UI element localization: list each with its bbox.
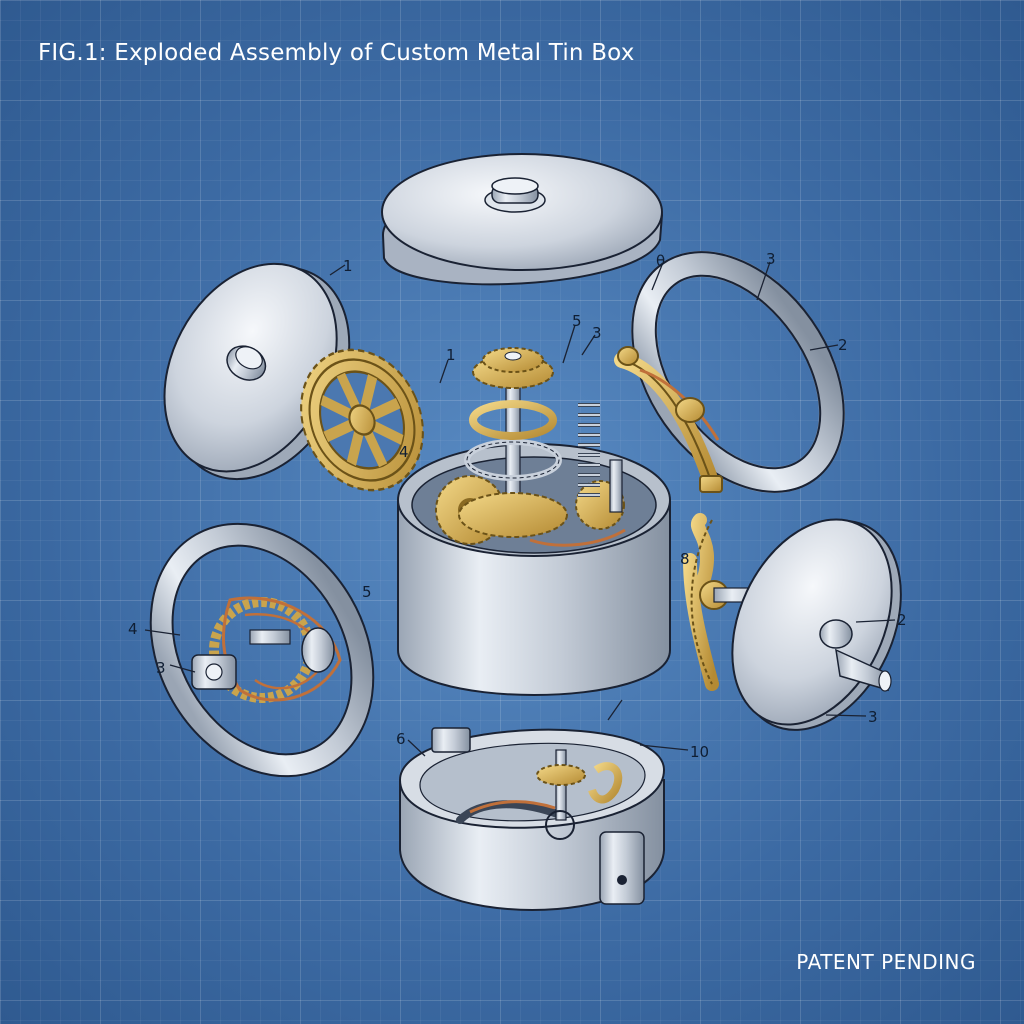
callout-10-base: 10 (690, 743, 709, 761)
coil-spring (578, 403, 623, 513)
callout-4-left-ring: 4 (128, 620, 138, 638)
central-gear-stack (458, 347, 568, 538)
callout-2-right-ring: 2 (838, 336, 848, 354)
callout-4-left-gear: 4 (399, 443, 409, 461)
top-lid (381, 153, 664, 286)
callout-labels: 1 3 2 θ 5 3 1 4 5 4 3 8 2 3 6 10 (128, 250, 907, 761)
bottom-base (398, 727, 666, 911)
callout-5-gear-stack: 5 (572, 312, 582, 330)
callout-5-left-ring: 5 (362, 583, 372, 601)
callout-6-base: 6 (396, 730, 406, 748)
callout-3-spring: 3 (592, 324, 602, 342)
right-lid-with-shaft (683, 513, 902, 731)
left-brass-gear (300, 348, 424, 492)
patent-pending-label: PATENT PENDING (796, 950, 976, 974)
callout-1-gear-stack: 1 (446, 346, 456, 364)
callout-3-right-lid: 3 (868, 708, 878, 726)
leader-lines (144, 261, 896, 757)
callout-3-right-ring: 3 (766, 250, 776, 268)
main-canister (397, 443, 671, 696)
callout-theta: θ (656, 252, 665, 270)
right-linkage (614, 346, 723, 493)
callout-1-left-lid: 1 (343, 257, 353, 275)
callout-8-arc-gear: 8 (680, 550, 690, 568)
callout-3-left-ring: 3 (156, 659, 166, 677)
left-ring-mechanism (149, 522, 375, 778)
figure-title: FIG.1: Exploded Assembly of Custom Metal… (38, 40, 635, 66)
callout-2-right-lid: 2 (897, 611, 907, 629)
